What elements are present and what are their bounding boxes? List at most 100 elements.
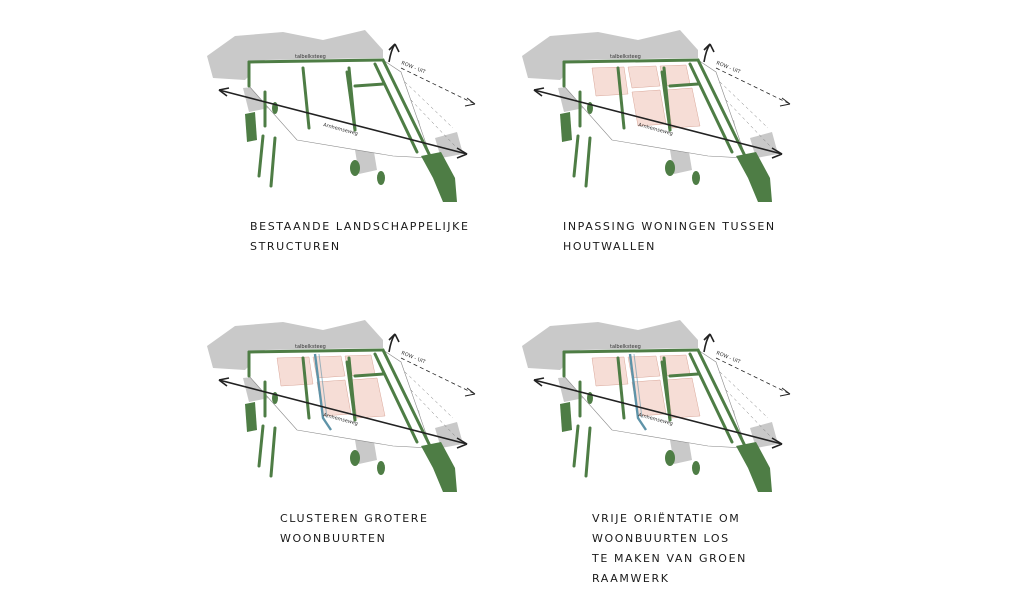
arrowhead-west	[533, 87, 545, 97]
green-stream-southeast	[736, 152, 772, 202]
caption-1: BESTAANDE LANDSCHAPPELIJKE STRUCTUREN	[250, 217, 470, 257]
hedgerow-1	[562, 58, 700, 64]
green-tree-clump-2	[692, 461, 700, 475]
hedgerow-10	[257, 134, 265, 178]
hedgerow-5	[616, 356, 626, 420]
arrowhead-north	[703, 333, 715, 343]
arrowhead-north	[388, 333, 400, 343]
caption-4-line-1: VRIJE ORIËNTATIE OM	[592, 512, 741, 525]
road-label-right: ROW - UIT	[400, 60, 427, 75]
green-tree-clump-2	[377, 171, 385, 185]
dashed-route-2	[404, 81, 454, 129]
road-label-top: talbelksteeg	[295, 54, 326, 60]
hedgerow-9	[584, 136, 592, 188]
hedgerow-4	[373, 62, 419, 154]
arrowhead-dashed	[779, 387, 791, 397]
water-channel	[628, 353, 647, 431]
arrowhead-north	[388, 43, 400, 53]
hedgerow-5	[301, 66, 311, 130]
green-tree-clump-1	[665, 450, 675, 466]
arrow-main-road	[218, 379, 468, 445]
hedgerow-1	[247, 58, 385, 64]
arrowhead-east	[456, 437, 468, 449]
water-channel	[313, 353, 332, 431]
dashed-route-3	[725, 389, 771, 437]
built-block-south-2	[355, 436, 377, 464]
dashed-route-east	[400, 67, 476, 105]
housing-field-4	[631, 89, 667, 127]
hedgerow-9	[584, 426, 592, 478]
arrow-main-road	[533, 89, 783, 155]
hedgerow-1	[247, 348, 385, 354]
hedgerow-10	[572, 134, 580, 178]
arrowhead-dashed	[464, 97, 476, 107]
dashed-route-2	[404, 371, 454, 419]
arrowhead-west	[218, 87, 230, 97]
green-tree-clump-1	[350, 160, 360, 176]
green-tree-clump-1	[665, 160, 675, 176]
green-patch-west	[560, 112, 572, 142]
arrowhead-north	[703, 43, 715, 53]
green-stream-southeast	[421, 442, 457, 492]
hedgerow-11	[345, 360, 357, 422]
dashed-route-east	[400, 357, 476, 395]
green-stream-southeast	[736, 442, 772, 492]
hedgerow-4	[688, 352, 734, 444]
hedgerow-9	[269, 136, 277, 188]
arrow-main-road	[533, 379, 783, 445]
dashed-route-east	[715, 357, 791, 395]
dashed-route-3	[410, 389, 456, 437]
green-patch-west	[560, 402, 572, 432]
hedgerow-11	[345, 70, 357, 132]
housing-field-1	[591, 66, 629, 97]
hedgerow-10	[257, 424, 265, 468]
built-block-south-2	[670, 436, 692, 464]
caption-2: INPASSING WONINGEN TUSSEN HOUTWALLEN	[563, 217, 776, 257]
caption-1-line-2: STRUCTUREN	[250, 240, 341, 253]
dashed-route-east	[715, 67, 791, 105]
hedgerow-11	[660, 70, 672, 132]
dashed-route-2	[719, 81, 769, 129]
road-label-top: talbelksteeg	[610, 344, 641, 350]
hedgerow-7	[668, 82, 700, 88]
housing-field-2	[627, 65, 661, 89]
hedgerow-3	[696, 348, 748, 450]
caption-4-line-4: RAAMWERK	[592, 572, 670, 585]
hedgerow-3	[381, 58, 433, 160]
hedgerow-11	[660, 360, 672, 422]
hedgerow-4	[688, 62, 734, 154]
hedgerow-5	[301, 356, 311, 420]
housing-field-1	[591, 356, 629, 387]
arrowhead-east	[456, 147, 468, 159]
hedgerow-4	[373, 352, 419, 444]
hedgerow-5	[616, 66, 626, 130]
hedgerow-10	[572, 424, 580, 468]
hedgerow-7	[353, 372, 385, 378]
road-label-top: talbelksteeg	[295, 344, 326, 350]
dashed-route-3	[410, 99, 456, 147]
arrowhead-west	[218, 377, 230, 387]
dashed-route-2	[719, 371, 769, 419]
arrowhead-dashed	[779, 97, 791, 107]
green-tree-clump-1	[350, 450, 360, 466]
arrowhead-dashed	[464, 387, 476, 397]
caption-1-line-1: BESTAANDE LANDSCHAPPELIJKE	[250, 220, 470, 233]
hedgerow-9	[269, 426, 277, 478]
road-label-right: ROW - UIT	[400, 350, 427, 365]
green-stream-southeast	[421, 152, 457, 202]
arrow-main-road	[218, 89, 468, 155]
dashed-route-3	[725, 99, 771, 147]
green-tree-clump-2	[692, 171, 700, 185]
hedgerow-3	[696, 58, 748, 160]
hedgerow-1	[562, 348, 700, 354]
caption-4: VRIJE ORIËNTATIE OM WOONBUURTEN LOS TE M…	[592, 509, 747, 589]
arrowhead-east	[771, 147, 783, 159]
road-label-right: ROW - UIT	[715, 350, 742, 365]
hedgerow-7	[353, 82, 385, 88]
